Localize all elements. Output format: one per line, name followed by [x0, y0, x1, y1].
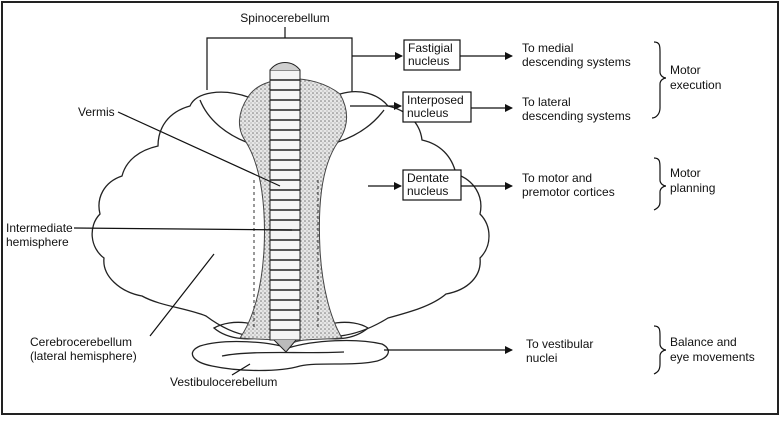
function-execution-line2: execution: [670, 78, 721, 92]
vermis-leader: [117, 111, 281, 187]
target-motor-line2: premotor cortices: [522, 185, 615, 199]
bracket-motor-planning: [653, 157, 667, 211]
bracket-balance: [653, 325, 667, 375]
lobe-fold: [221, 351, 345, 357]
fastigial-line1: Fastigial: [408, 41, 453, 55]
vermis-ladder: [269, 62, 301, 353]
function-execution-line1: Motor: [670, 63, 701, 77]
target-motor-line1: To motor and: [522, 171, 592, 185]
function-balance-line1: Balance and: [670, 335, 737, 349]
target-vestibular-line2: nuclei: [526, 351, 557, 365]
intermediate-leader: [73, 227, 293, 231]
vermis-label: Vermis: [78, 105, 115, 119]
target-medial-line1: To medial: [522, 41, 573, 55]
fastigial-line2: nucleus: [408, 54, 449, 68]
lobule-ridge: [199, 99, 247, 143]
zone-dashes: [253, 180, 319, 330]
cerebrocerebellum-label-line2: (lateral hemisphere): [30, 349, 137, 363]
cerebrocerebellum-label-line1: Cerebrocerebellum: [30, 335, 132, 349]
target-lateral-line2: descending systems: [522, 109, 631, 123]
vestibulocerebellum-label: Vestibulocerebellum: [170, 375, 277, 389]
fastigial-nucleus-box: Fastigial nucleus: [403, 39, 461, 71]
vestibulocerebellum-leader: [231, 363, 251, 376]
function-planning-line2: planning: [670, 181, 715, 195]
spinocerebellum-bracket: [206, 37, 353, 92]
target-lateral-line1: To lateral: [522, 95, 571, 109]
cerebrocerebellum-leader: [149, 253, 215, 337]
lobule-ridge: [337, 109, 385, 143]
interposed-line2: nucleus: [407, 106, 448, 120]
bracket-motor-execution: [651, 41, 667, 119]
intermediate-label-line2: hemisphere: [6, 235, 69, 249]
function-planning-line1: Motor: [670, 166, 701, 180]
function-balance-line2: eye movements: [670, 350, 755, 364]
interposed-nucleus-box: Interposed nucleus: [402, 91, 472, 123]
spinocerebellum-label: Spinocerebellum: [240, 11, 329, 25]
target-vestibular-line1: To vestibular: [526, 337, 593, 351]
dentate-line2: nucleus: [407, 184, 448, 198]
target-medial-line2: descending systems: [522, 55, 631, 69]
interposed-line1: Interposed: [407, 93, 464, 107]
intermediate-label-line1: Intermediate: [6, 221, 73, 235]
dentate-nucleus-box: Dentate nucleus: [402, 169, 462, 201]
dentate-line1: Dentate: [407, 171, 449, 185]
